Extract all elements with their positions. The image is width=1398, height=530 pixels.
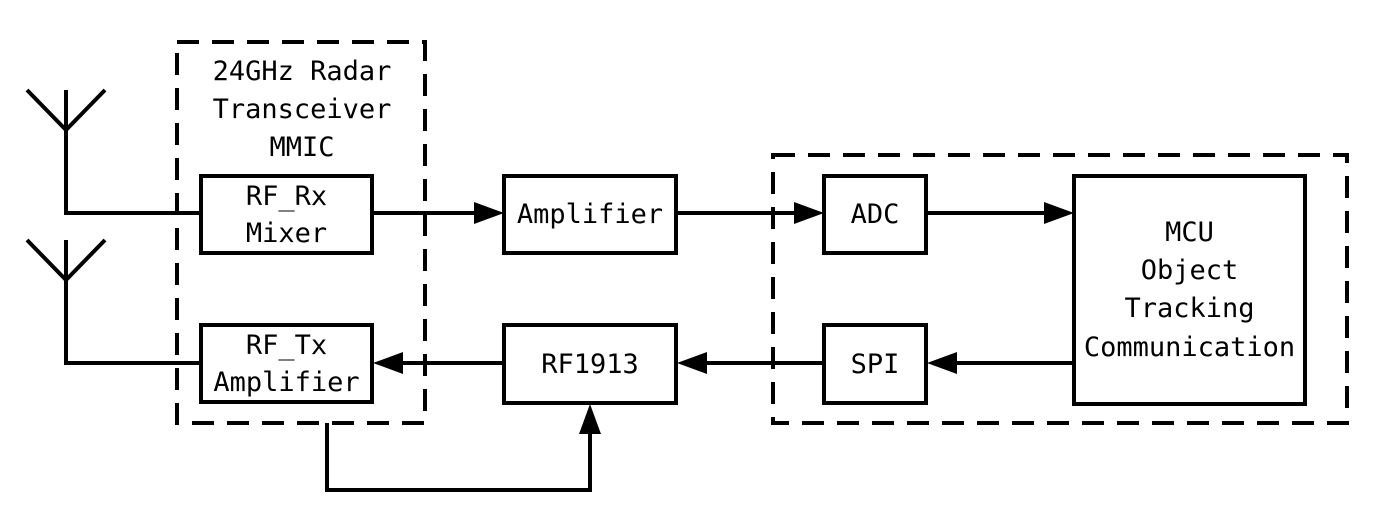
rf1913-label: RF1913 (541, 349, 639, 380)
rx-antenna-icon (25, 88, 107, 132)
rf-tx-amplifier-block: RF_Tx Amplifier (199, 323, 374, 404)
adc-label: ADC (851, 199, 900, 230)
mcu-block: MCU Object Tracking Communication (1072, 174, 1307, 406)
mixer-to-amplifier-arrowhead (474, 202, 504, 224)
mcu-label-line-1: MCU (1165, 217, 1214, 248)
amplifier-to-adc-arrowhead (794, 202, 824, 224)
mcu-to-spi-arrowhead (927, 352, 957, 374)
rf-tx-label-line-2: Amplifier (213, 367, 359, 398)
rf-tx-label-line-1: RF_Tx (246, 330, 327, 361)
rx-antenna-wire (64, 130, 201, 215)
mcu-label-line-3: Tracking (1124, 293, 1254, 324)
amplifier-block: Amplifier (502, 174, 678, 255)
radar-group-title-line-3: MMIC (269, 132, 334, 163)
rf-rx-label-line-1: RF_Rx (246, 181, 327, 212)
tx-antenna-wire (64, 280, 201, 365)
rf-rx-mixer-block: RF_Rx Mixer (199, 174, 374, 255)
radar-group-title-line-2: Transceiver (213, 94, 392, 125)
rf1913-to-tx-arrowhead (373, 352, 403, 374)
spi-label: SPI (851, 349, 900, 380)
amplifier-label: Amplifier (517, 199, 663, 230)
spi-block: SPI (822, 323, 928, 405)
rf1913-block: RF1913 (502, 323, 678, 405)
radar-mmic-group (175, 40, 427, 425)
tx-feedback-arrowhead (579, 404, 601, 434)
spi-to-rf1913-arrowhead (677, 352, 707, 374)
adc-to-mcu-arrowhead (1044, 202, 1074, 224)
mcu-group (771, 153, 1349, 425)
adc-block: ADC (822, 174, 928, 255)
tx-antenna-icon (25, 238, 107, 282)
radar-group-title-line-1: 24GHz Radar (213, 56, 392, 87)
tx-feedback-line (325, 423, 592, 492)
mcu-label-line-2: Object (1141, 255, 1239, 286)
rf-rx-label-line-2: Mixer (246, 218, 327, 249)
mcu-label-line-4: Communication (1084, 332, 1295, 363)
